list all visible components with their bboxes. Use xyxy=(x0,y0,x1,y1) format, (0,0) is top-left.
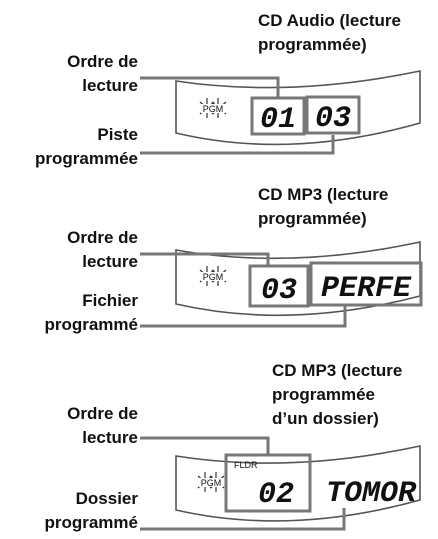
panel2-file-label-line2: programmé xyxy=(44,315,138,334)
panel3-title-line2: programmée xyxy=(272,385,375,404)
panel1-track-display: 03 xyxy=(315,102,351,136)
panel3-display-bezel xyxy=(175,445,421,522)
panel3-order-display: 02 xyxy=(258,478,294,512)
panel2-title-line2: programmée) xyxy=(258,209,367,228)
panel3-title-line1: CD MP3 (lecture xyxy=(272,361,402,380)
panel3-folder-label-line2: programmé xyxy=(44,513,138,532)
panel3-order-leader xyxy=(140,436,270,454)
panel2-order-display: 03 xyxy=(261,274,297,308)
panel1-pgm-label: PGM xyxy=(203,104,224,114)
panel1-track-leader xyxy=(140,135,335,155)
panel1-display-bezel xyxy=(175,70,421,146)
panel2-order-box xyxy=(248,264,310,308)
panel1-track-label-line2: programmée xyxy=(35,149,138,168)
panel2-pgm-label: PGM xyxy=(203,272,224,282)
panel1-track-label-line1: Piste xyxy=(97,125,138,144)
panel1-order-label-line1: Ordre de xyxy=(67,52,138,71)
panel2-file-display: PERFE xyxy=(321,272,412,306)
panel-cd-audio: CD Audio (lecture programmée) Ordre de l… xyxy=(35,11,421,168)
panel2-file-box xyxy=(309,261,423,307)
panel2-file-leader xyxy=(140,306,347,328)
panel1-title-line2: programmée) xyxy=(258,35,367,54)
panel-cd-mp3: CD MP3 (lecture programmée) Ordre de lec… xyxy=(44,185,423,334)
panel3-fldr-label: FLDR xyxy=(234,460,258,470)
panel1-order-box xyxy=(250,96,306,136)
panel2-order-label-line2: lecture xyxy=(82,252,138,271)
panel3-pgm-label: PGM xyxy=(201,478,222,488)
panel-cd-mp3-folder: CD MP3 (lecture programmée d’un dossier)… xyxy=(44,361,421,532)
panel2-order-label-line1: Ordre de xyxy=(67,228,138,247)
panel3-order-box xyxy=(224,453,312,513)
panel3-order-label-line2: lecture xyxy=(82,428,138,447)
panel3-order-label-line1: Ordre de xyxy=(67,404,138,423)
panel1-order-display: 01 xyxy=(260,103,296,137)
panel1-track-box xyxy=(305,95,361,135)
panel1-order-leader xyxy=(140,76,280,97)
panel3-folder-display: TOMOR xyxy=(326,477,417,511)
panel2-title-line1: CD MP3 (lecture xyxy=(258,185,388,204)
panel3-folder-label-line1: Dossier xyxy=(76,489,139,508)
panel3-folder-leader xyxy=(140,508,346,531)
panel1-title-line1: CD Audio (lecture xyxy=(258,11,401,30)
panel1-order-label-line2: lecture xyxy=(82,76,138,95)
panel3-title-line3: d’un dossier) xyxy=(272,409,379,428)
panel2-file-label-line1: Fichier xyxy=(82,291,138,310)
panel2-order-leader xyxy=(140,252,270,265)
